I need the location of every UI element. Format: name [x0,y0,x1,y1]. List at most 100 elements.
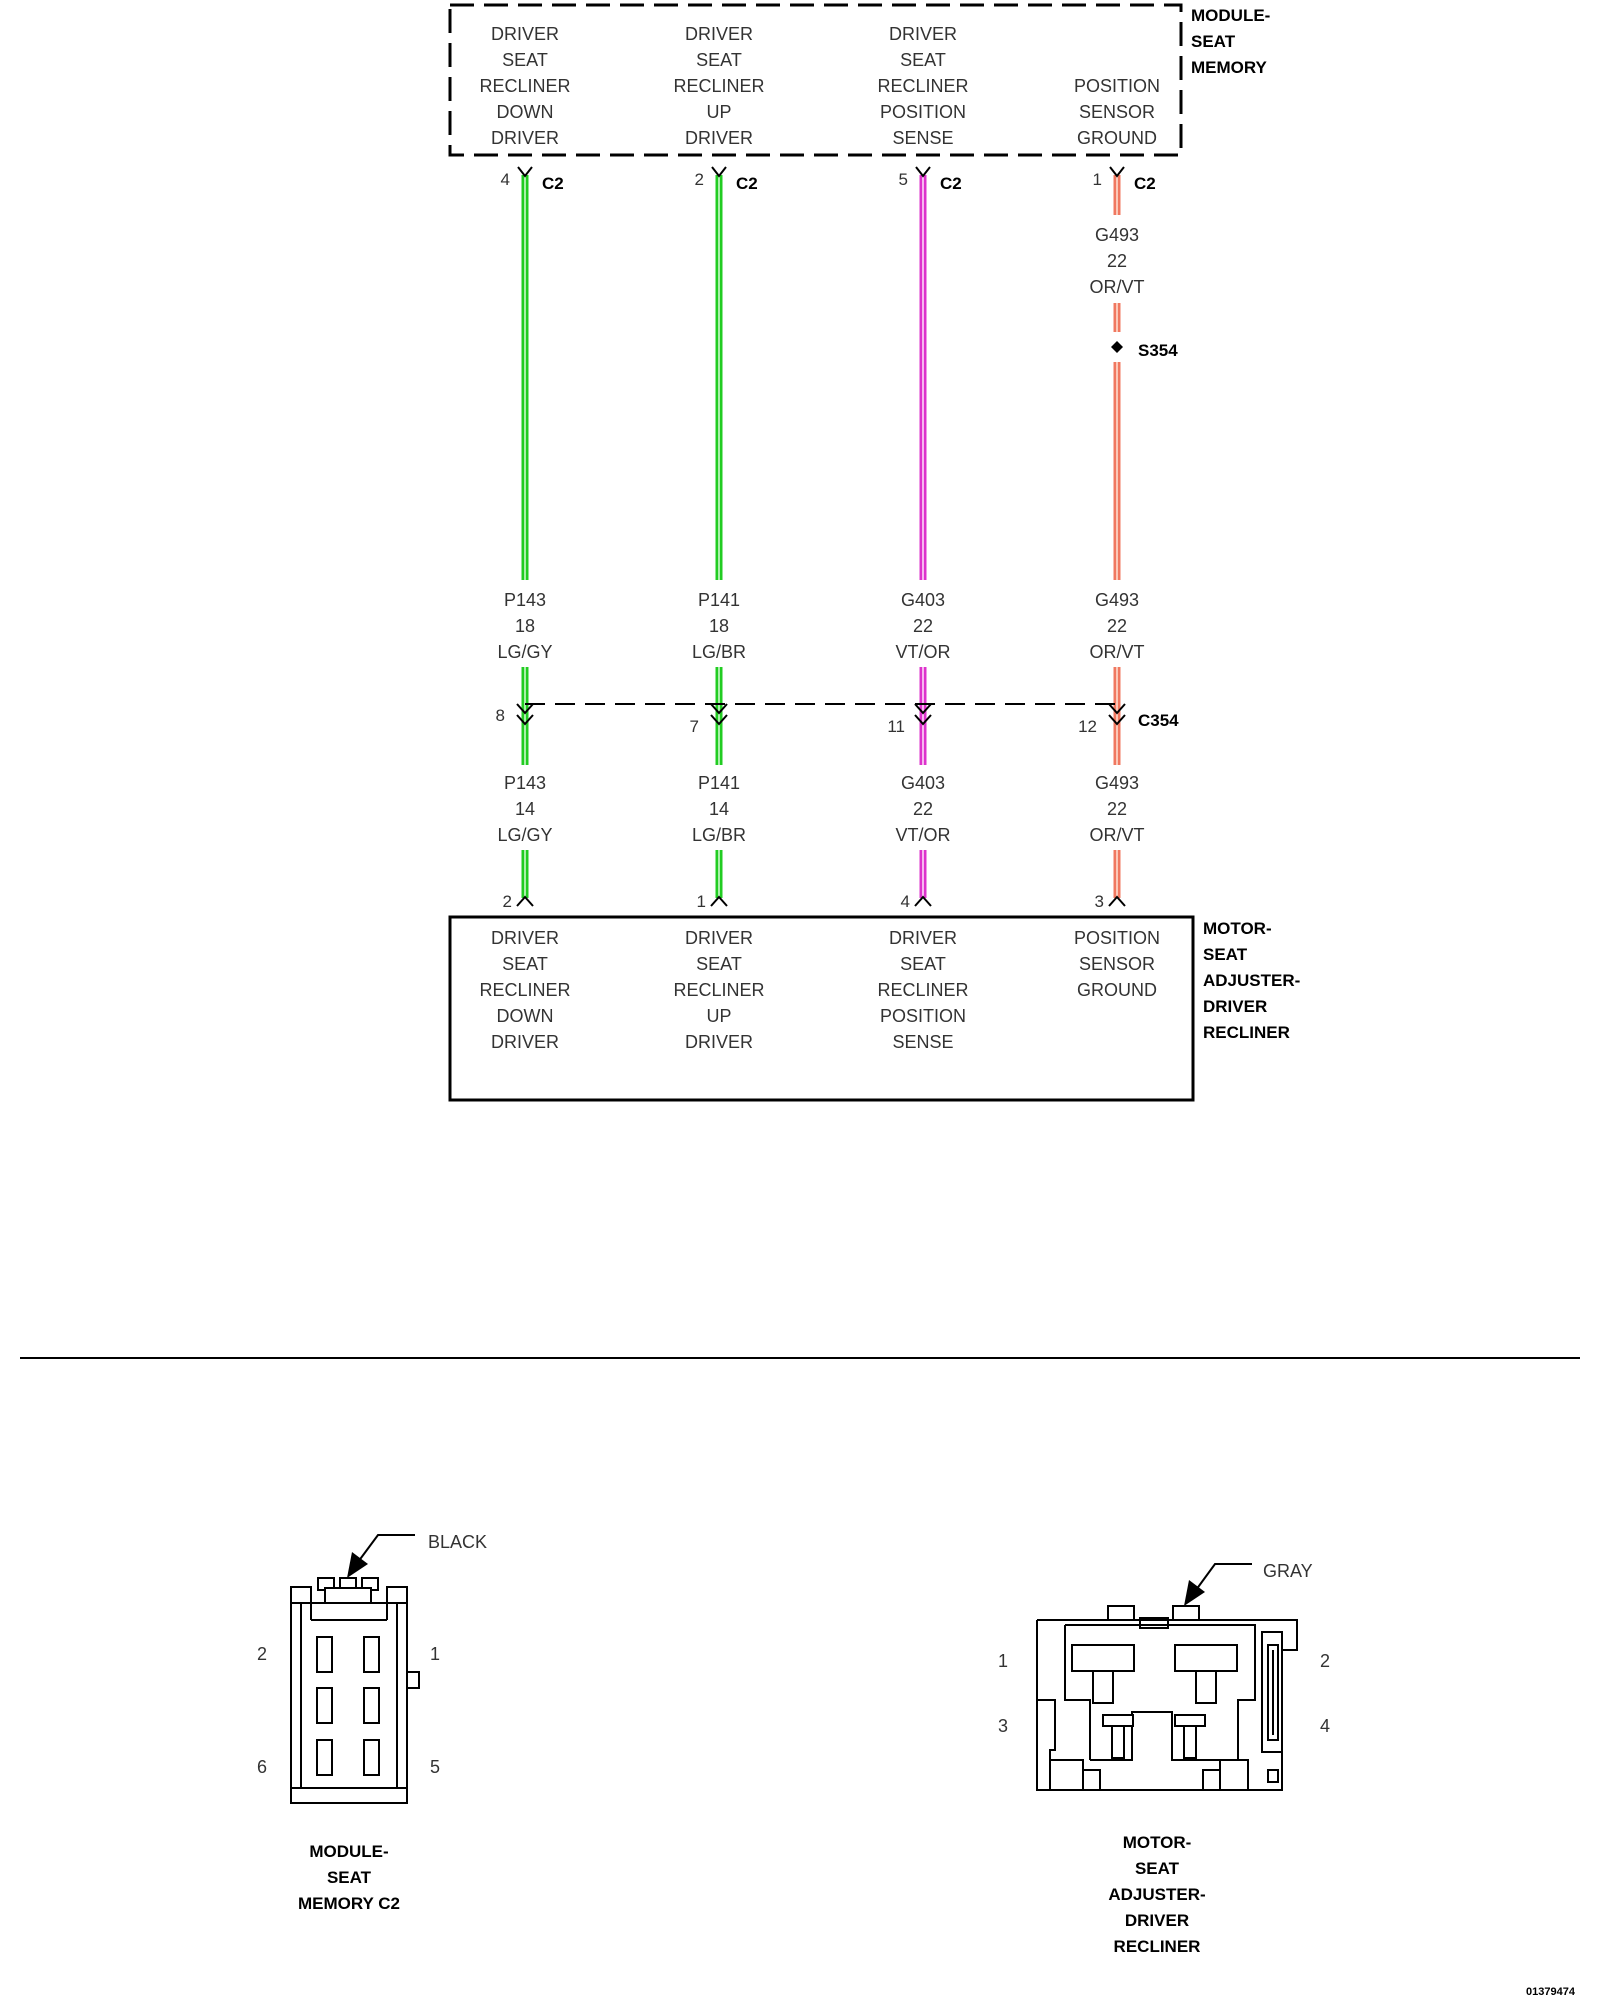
svg-text:6: 6 [257,1757,267,1777]
svg-text:P141: P141 [698,590,740,610]
svg-text:14: 14 [709,799,729,819]
svg-text:G493: G493 [1095,773,1139,793]
svg-text:LG/BR: LG/BR [692,642,746,662]
svg-text:G493: G493 [1095,590,1139,610]
svg-text:DOWN: DOWN [497,102,554,122]
svg-text:POSITION: POSITION [1074,928,1160,948]
svg-text:P143: P143 [504,590,546,610]
mid-wire-labels: P143 18 LG/GY P141 18 LG/BR G403 22 VT/O… [497,590,1144,662]
svg-text:1: 1 [1093,170,1102,189]
svg-text:2: 2 [503,892,512,911]
svg-text:MOTOR-: MOTOR- [1203,919,1272,938]
svg-text:7: 7 [690,717,699,736]
svg-text:MEMORY C2: MEMORY C2 [298,1894,400,1913]
svg-text:4: 4 [901,892,910,911]
splice-s354-dot [1111,341,1123,353]
svg-text:OR/VT: OR/VT [1089,825,1144,845]
svg-text:22: 22 [1107,251,1127,271]
connector-color-gray: GRAY [1263,1561,1313,1581]
svg-text:GROUND: GROUND [1077,128,1157,148]
svg-text:OR/VT: OR/VT [1089,277,1144,297]
svg-text:2: 2 [257,1644,267,1664]
motor-seat-adjuster-title: MOTOR- SEAT ADJUSTER- DRIVER RECLINER [1203,919,1300,1042]
svg-text:RECLINER: RECLINER [1203,1023,1290,1042]
svg-text:3: 3 [998,1716,1008,1736]
bottom-module-circuit-labels: DRIVER SEAT RECLINER DOWN DRIVER DRIVER … [479,928,1160,1052]
svg-text:RECLINER: RECLINER [479,76,570,96]
svg-text:MODULE-: MODULE- [1191,6,1270,25]
svg-text:SENSOR: SENSOR [1079,102,1155,122]
bottom-pin-markers [516,895,1126,907]
svg-text:GROUND: GROUND [1077,980,1157,1000]
svg-text:SEAT: SEAT [1203,945,1248,964]
svg-text:SEAT: SEAT [502,954,548,974]
svg-text:DRIVER: DRIVER [1203,997,1267,1016]
svg-text:C2: C2 [736,174,758,193]
svg-text:RECLINER: RECLINER [877,76,968,96]
inline-connector-c354-pins: 8 7 11 12 [496,706,1097,736]
svg-text:SENSE: SENSE [892,128,953,148]
svg-text:12: 12 [1078,717,1097,736]
lower-wire-labels: P143 14 LG/GY P141 14 LG/BR G403 22 VT/O… [497,773,1144,845]
svg-text:18: 18 [709,616,729,636]
svg-text:P143: P143 [504,773,546,793]
connector-color-black: BLACK [428,1532,487,1552]
svg-text:1: 1 [430,1644,440,1664]
svg-text:11: 11 [887,717,905,736]
splice-s354-label: S354 [1138,341,1178,360]
svg-text:C2: C2 [940,174,962,193]
upper-wire-label-g493: G493 22 OR/VT [1089,225,1144,297]
svg-text:RECLINER: RECLINER [1114,1937,1201,1956]
svg-text:DRIVER: DRIVER [685,1032,753,1052]
figure-id: 01379474 [1526,1986,1576,1998]
inline-connector-c354-markers [516,703,1126,726]
svg-text:ADJUSTER-: ADJUSTER- [1203,971,1300,990]
svg-text:4: 4 [1320,1716,1330,1736]
module-seat-memory-title: MODULE- SEAT MEMORY [1191,6,1270,77]
svg-text:RECLINER: RECLINER [479,980,570,1000]
svg-text:22: 22 [1107,616,1127,636]
svg-text:SEAT: SEAT [900,50,946,70]
svg-text:DRIVER: DRIVER [685,128,753,148]
svg-text:14: 14 [515,799,535,819]
svg-text:UP: UP [706,102,731,122]
svg-text:UP: UP [706,1006,731,1026]
svg-text:ADJUSTER-: ADJUSTER- [1108,1885,1205,1904]
svg-text:MOTOR-: MOTOR- [1123,1833,1192,1852]
svg-text:P141: P141 [698,773,740,793]
svg-text:MODULE-: MODULE- [309,1842,388,1861]
svg-text:RECLINER: RECLINER [673,980,764,1000]
bottom-pin-labels: 2 1 4 3 [503,892,1104,911]
svg-text:5: 5 [430,1757,440,1777]
svg-text:DRIVER: DRIVER [491,24,559,44]
connector-view-motor-seat-adjuster: GRAY 1 2 3 4 [998,1561,1330,1956]
connector-view-module-seat-memory-c2: BLACK 2 1 6 5 MODULE- SEAT MEMORY C2 [257,1532,487,1913]
svg-text:SEAT: SEAT [327,1868,372,1887]
top-module-circuit-labels: DRIVER SEAT RECLINER DOWN DRIVER DRIVER … [479,24,1160,148]
svg-text:SEAT: SEAT [502,50,548,70]
svg-text:SEAT: SEAT [696,954,742,974]
top-pin-markers [517,166,1125,178]
motor-seat-adjuster-box [448,915,1195,1102]
inline-connector-c354-label: C354 [1138,711,1179,730]
svg-text:POSITION: POSITION [1074,76,1160,96]
svg-text:G403: G403 [901,590,945,610]
svg-text:OR/VT: OR/VT [1089,642,1144,662]
svg-text:MEMORY: MEMORY [1191,58,1268,77]
svg-text:C2: C2 [542,174,564,193]
svg-text:SEAT: SEAT [900,954,946,974]
svg-text:1: 1 [998,1651,1008,1671]
svg-text:SENSOR: SENSOR [1079,954,1155,974]
svg-text:22: 22 [1107,799,1127,819]
svg-text:4: 4 [501,170,510,189]
top-pin-labels: 4 C2 2 C2 5 C2 1 C2 [501,170,1156,193]
svg-text:DRIVER: DRIVER [1125,1911,1189,1930]
svg-text:22: 22 [913,799,933,819]
svg-text:1: 1 [697,892,706,911]
svg-text:SENSE: SENSE [892,1032,953,1052]
svg-text:DRIVER: DRIVER [685,24,753,44]
svg-text:LG/BR: LG/BR [692,825,746,845]
svg-text:2: 2 [695,170,704,189]
svg-text:G493: G493 [1095,225,1139,245]
